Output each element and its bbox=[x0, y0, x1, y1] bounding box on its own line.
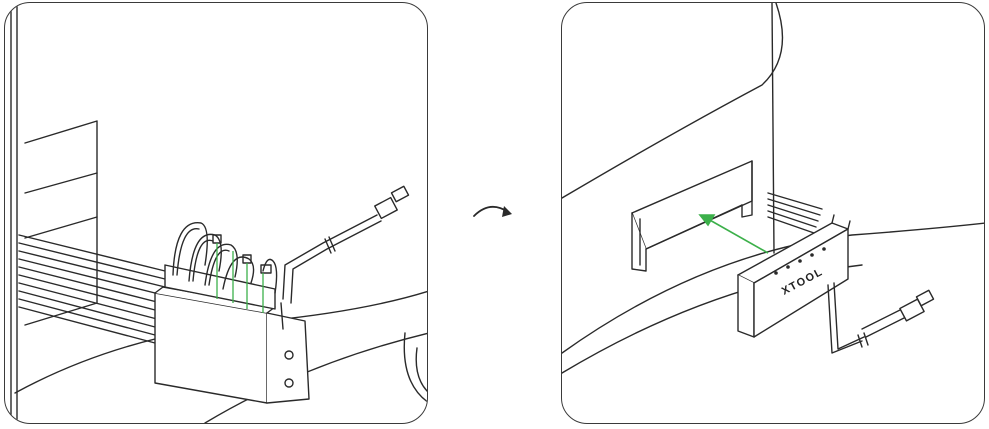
curved-arrow-right-icon bbox=[473, 206, 512, 217]
hub-installed-illustration bbox=[10, 3, 427, 423]
step-panel-installed bbox=[4, 2, 428, 424]
step-panel-removal: XTOOL bbox=[561, 2, 985, 424]
hub-removal-illustration: XTOOL bbox=[562, 3, 984, 374]
